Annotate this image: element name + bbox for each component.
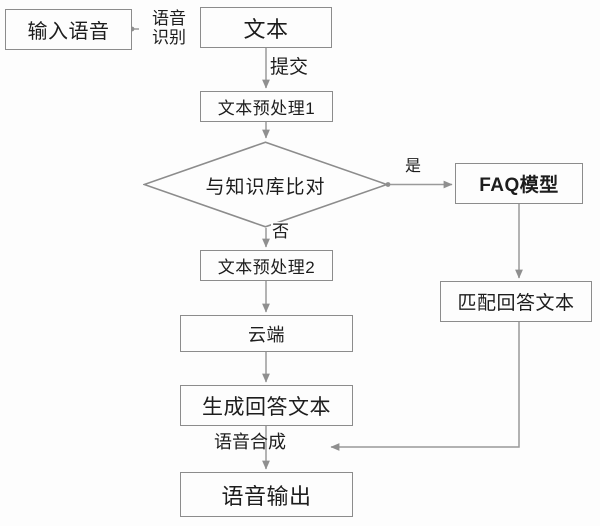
node-matched-answer-text[interactable]: 匹配回答文本	[440, 281, 592, 322]
node-text[interactable]: 文本	[200, 7, 332, 48]
node-preprocess-1-label: 文本预处理1	[217, 99, 316, 118]
node-compare-knowledge-base-label: 与知识库比对	[205, 177, 326, 198]
node-input-speech[interactable]: 输入语音	[5, 9, 132, 50]
node-input-speech-label: 输入语音	[27, 21, 110, 43]
node-preprocess-2-label: 文本预处理2	[217, 258, 316, 277]
edge-label-speech-recognition: 语音 识别	[139, 9, 199, 48]
node-generate-answer-text[interactable]: 生成回答文本	[180, 385, 353, 426]
edge-label-speech-recognition-line-2: 识别	[152, 28, 186, 48]
edge-label-yes: 是	[404, 158, 423, 176]
node-compare-knowledge-base[interactable]: 与知识库比对	[141, 141, 390, 228]
node-cloud-label: 云端	[248, 324, 285, 345]
diamond-shape	[141, 141, 390, 228]
node-matched-answer-text-label: 匹配回答文本	[457, 293, 575, 314]
edge-label-speech-recognition-line-1: 语音	[152, 9, 186, 28]
node-preprocess-2[interactable]: 文本预处理2	[200, 250, 333, 281]
edge-matched-to-synthesis	[330, 322, 520, 451]
edge-label-speech-synthesis: 语音合成	[214, 432, 286, 452]
node-faq-model-label: FAQ模型	[479, 175, 559, 196]
node-faq-model[interactable]: FAQ模型	[455, 163, 583, 204]
node-speech-output-label: 语音输出	[221, 483, 312, 509]
edge-label-submit: 提交	[269, 57, 310, 79]
edge-label-no: 否	[271, 222, 290, 242]
node-speech-output[interactable]: 语音输出	[180, 472, 353, 517]
node-preprocess-1[interactable]: 文本预处理1	[200, 91, 333, 122]
node-cloud[interactable]: 云端	[180, 315, 353, 352]
node-generate-answer-text-label: 生成回答文本	[202, 395, 331, 419]
node-text-label: 文本	[243, 16, 289, 42]
